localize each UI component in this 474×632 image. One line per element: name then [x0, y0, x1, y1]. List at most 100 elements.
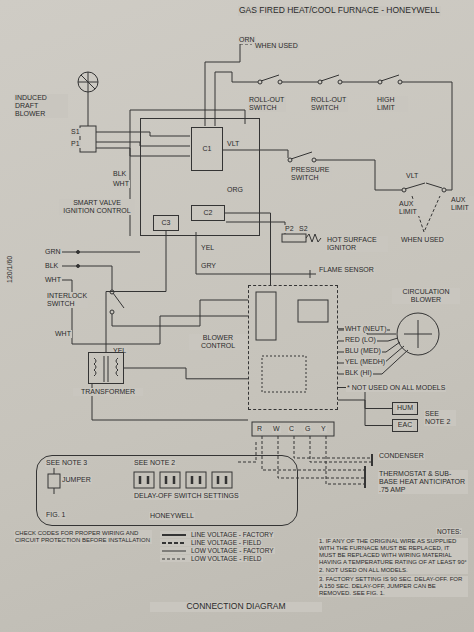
wire — [342, 82, 378, 83]
wire-connector — [106, 231, 166, 352]
node-label: SEE NOTE 3 — [45, 459, 88, 467]
ignitor-element — [306, 234, 321, 242]
transformer-box: TRANSFORMER — [88, 352, 124, 384]
wire — [78, 252, 140, 290]
wire-label: WHT — [112, 180, 130, 188]
legend-text: LOW VOLTAGE - FACTORY — [191, 547, 274, 554]
dip-switch — [160, 472, 180, 488]
wire-label: FLAME SENSOR — [318, 266, 375, 274]
wire-label: BLK — [112, 170, 127, 178]
relay — [262, 356, 306, 392]
wire — [88, 92, 89, 126]
plug — [80, 126, 96, 152]
wire — [196, 232, 310, 274]
node-label: C3 — [161, 219, 172, 227]
wire-label: WHEN USED — [400, 236, 445, 244]
dip-switch — [134, 472, 154, 488]
wire-label: P2 — [284, 225, 295, 233]
legend-text: LINE VOLTAGE - FACTORY — [191, 531, 273, 538]
plug — [282, 234, 306, 242]
wire — [112, 300, 248, 326]
wire — [130, 110, 245, 236]
wire-label: SEE NOTE 2 — [424, 410, 456, 426]
node-label: HONEYWELL — [149, 512, 195, 520]
switch-contact — [110, 310, 114, 314]
switch-blade — [381, 75, 399, 81]
node-label: C2 — [203, 209, 214, 217]
wire-label: W — [272, 425, 281, 433]
wire-label: C — [288, 425, 295, 433]
wire — [222, 150, 288, 151]
node-label: JUMPER — [61, 476, 92, 484]
wire — [96, 132, 190, 156]
ignition-control-box: SMART VALVE IGNITION CONTROLC1C2C3 — [140, 118, 260, 236]
legend-row: LINE VOLTAGE - FIELD — [160, 539, 262, 546]
wire-label: HOT SURFACE IGNITOR — [326, 236, 388, 252]
wire-label: YEL — [200, 244, 215, 252]
fan-blade — [404, 320, 432, 348]
wire — [205, 44, 240, 126]
blower-motor-circle: CIRCULATION BLOWER — [396, 312, 440, 356]
wire-connector — [338, 400, 392, 426]
switch-contact — [338, 80, 342, 84]
wire — [62, 252, 78, 280]
wire-label: VLT — [405, 172, 419, 180]
legend-row: LOW VOLTAGE - FIELD — [160, 555, 263, 562]
wire — [402, 82, 452, 190]
switch-contact — [398, 80, 402, 84]
wire-label: ORG — [226, 186, 244, 194]
motor-outline — [396, 312, 440, 356]
blower-motor — [78, 72, 98, 92]
legend-row: LINE VOLTAGE - FACTORY — [160, 531, 274, 538]
dip-switch — [212, 472, 232, 488]
wire-connector — [124, 368, 248, 379]
wire-label: G — [304, 425, 311, 433]
legend-line-sample — [161, 532, 187, 538]
wire-connector — [225, 213, 271, 285]
blower-control-board: BLOWER CONTROL — [248, 285, 338, 410]
node-label: BLOWER CONTROL — [189, 334, 247, 350]
wire-label: S1 — [70, 128, 81, 136]
flame-sensor-rod — [310, 270, 316, 278]
node-label: C1 — [202, 145, 213, 153]
wire-connector — [338, 400, 392, 426]
wire-label: AUX LIMIT — [450, 196, 474, 212]
legend-line-sample — [162, 559, 186, 560]
jumper-lead — [54, 468, 55, 494]
diagram-caption: CONNECTION DIAGRAM — [150, 602, 322, 612]
switch-blade — [291, 152, 312, 159]
wire-label: BLK (HI) — [344, 369, 373, 377]
wire-label: * NOT USED ON ALL MODELS — [346, 384, 446, 392]
terminal-block — [298, 300, 328, 322]
wire-label: PRESSURE SWITCH — [290, 166, 332, 182]
legend-text: LOW VOLTAGE - FIELD — [191, 555, 262, 562]
wire-label: AUX LIMIT — [398, 200, 430, 216]
wire-label: YEL (MEDH) — [344, 358, 386, 366]
motor-outline — [397, 313, 439, 355]
wire-label: 3. FACTORY SETTING IS 90 SEC. DELAY-OFF.… — [318, 576, 468, 597]
wire-label: S2 — [298, 225, 309, 233]
wire-label: CHECK CODES FOR PROPER WIRING AND CIRCUI… — [14, 530, 152, 544]
terminal-strip — [252, 422, 334, 436]
wire-label: GRY — [200, 262, 217, 270]
node-label: CIRCULATION BLOWER — [392, 288, 460, 304]
wire-label: BLK — [44, 262, 59, 270]
connector-block: C1 — [191, 127, 223, 171]
switch-settings-panel: SEE NOTE 3SEE NOTE 2JUMPERFIG. 1DELAY-OF… — [36, 455, 298, 526]
dip-lever — [140, 476, 226, 484]
node-label: EAC — [397, 421, 413, 429]
legend-text: LINE VOLTAGE - FIELD — [191, 539, 261, 546]
condenser-symbol — [371, 454, 373, 466]
thermostat-symbol — [364, 466, 366, 488]
legend-line-sample — [162, 551, 186, 552]
wire-label: INDUCED DRAFT BLOWER — [14, 94, 68, 118]
wire-label: Y — [320, 425, 327, 433]
legend-line-sample — [161, 540, 187, 546]
wire-label: WHT (NEUT) — [344, 325, 387, 333]
wire — [282, 82, 318, 83]
node-label: TRANSFORMER — [73, 388, 143, 396]
wire-label: ROLL-OUT SWITCH — [310, 96, 348, 112]
legend-line-sample — [162, 542, 186, 544]
